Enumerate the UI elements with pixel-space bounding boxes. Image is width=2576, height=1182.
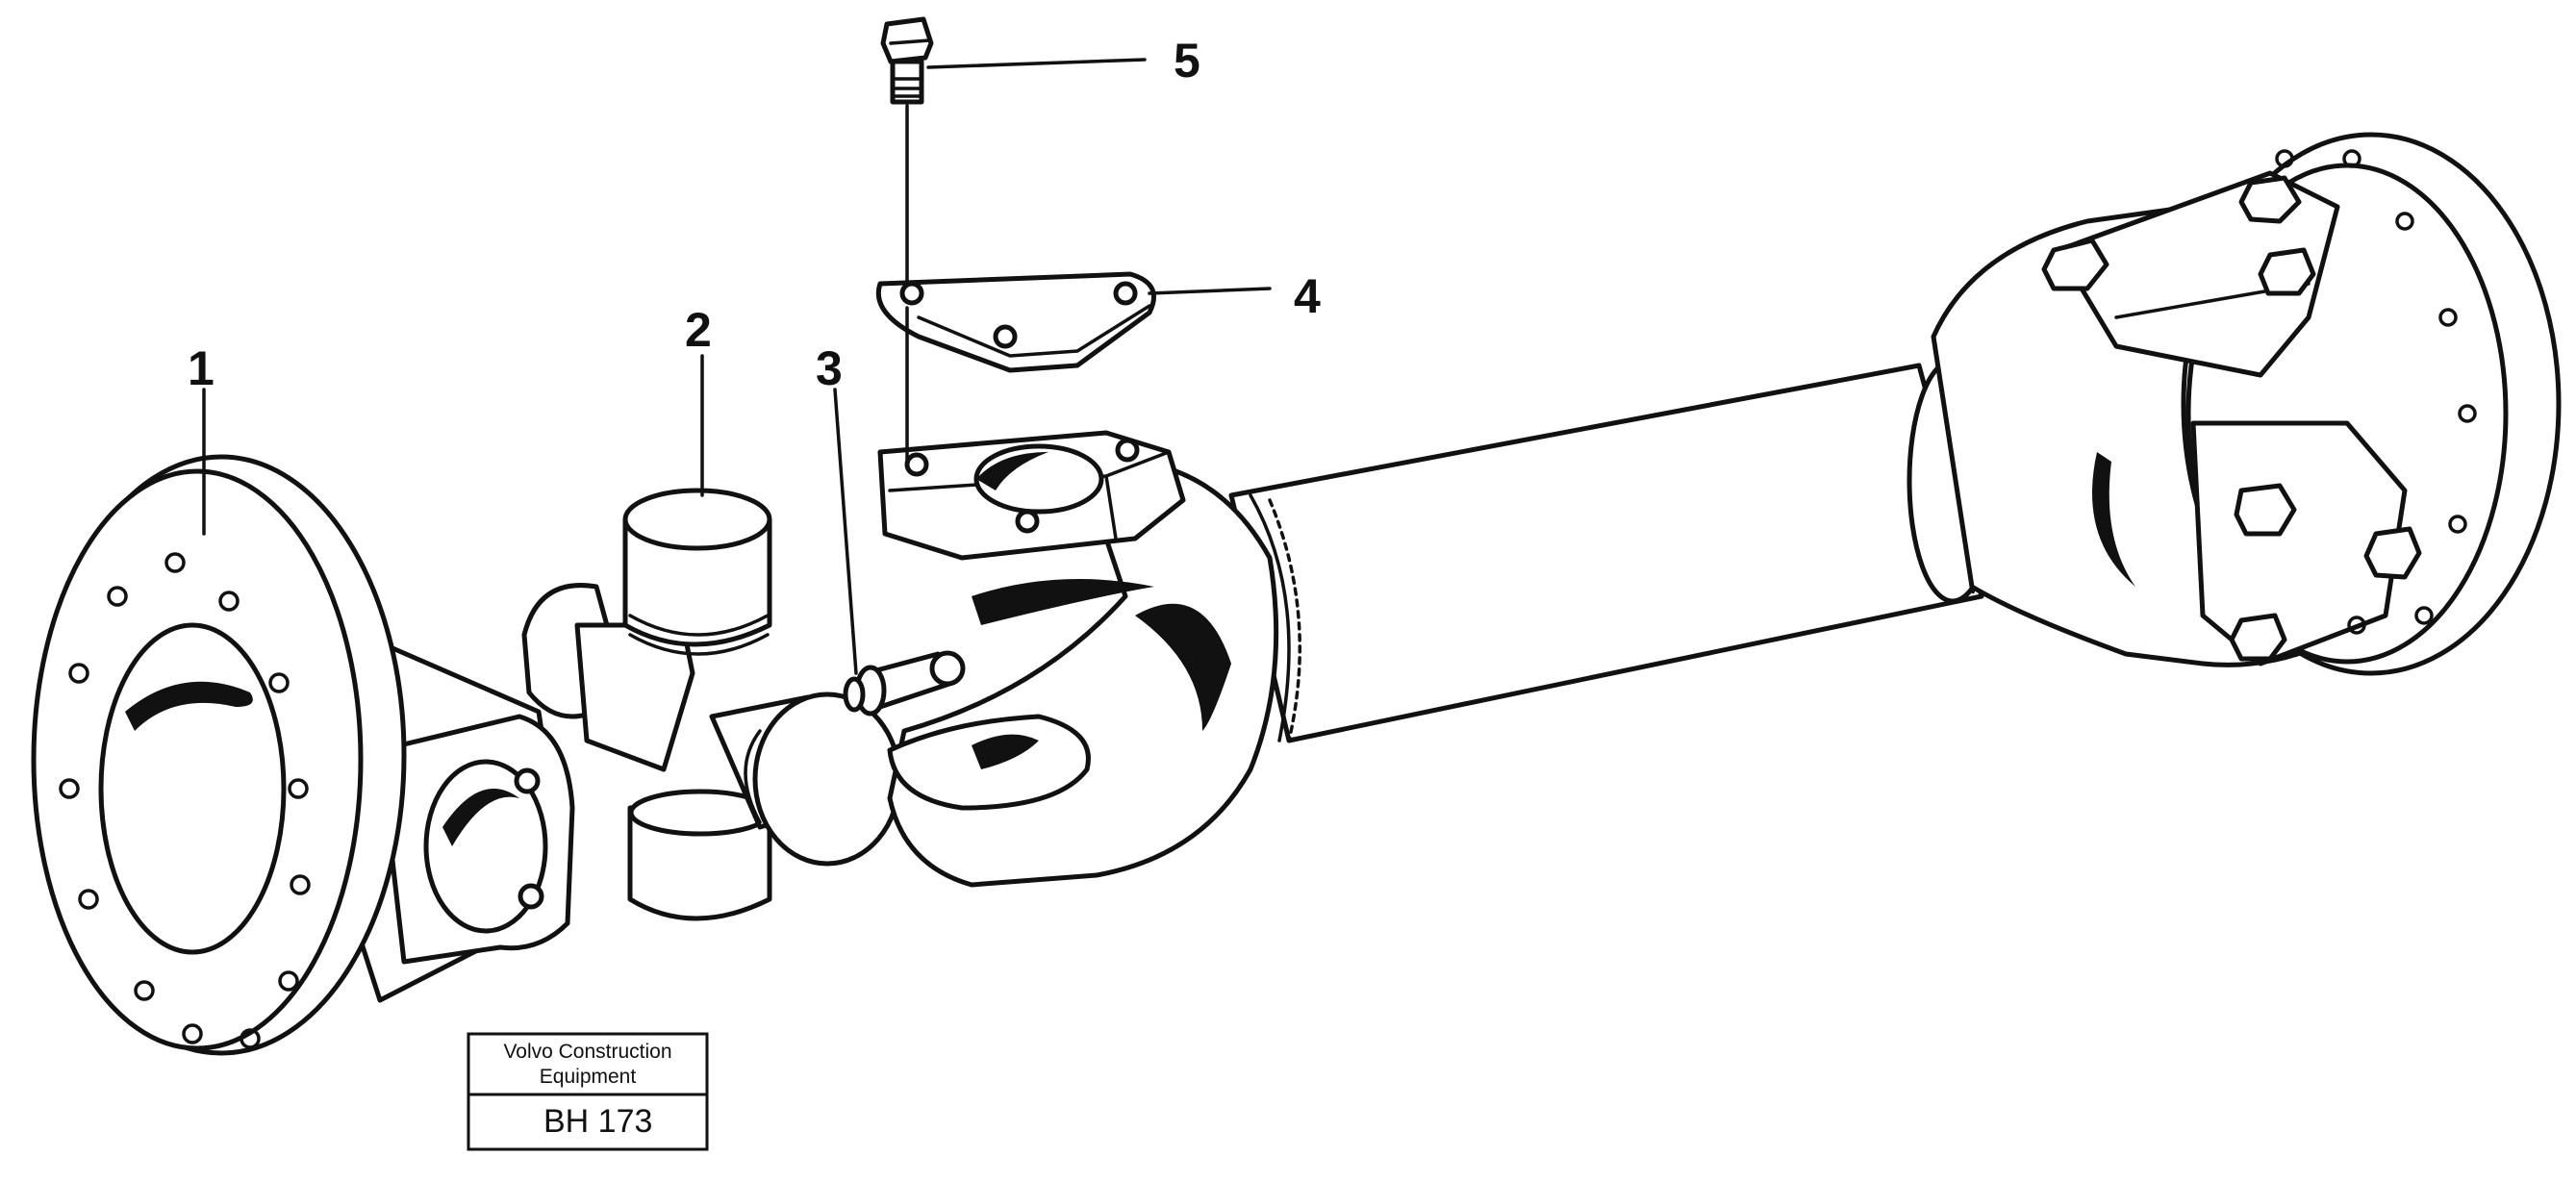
rear-flange-holes — [2275, 149, 2477, 635]
slip-yoke — [877, 430, 1291, 888]
rear-flange-yoke — [1931, 132, 2562, 676]
callout-4-label: 4 — [1294, 269, 1321, 323]
callout-1-label: 1 — [188, 341, 215, 395]
callout-5-label: 5 — [1174, 34, 1200, 88]
callout-leaders — [202, 58, 1272, 675]
companion-flange-part-1 — [31, 454, 575, 1056]
flange-bolt-holes — [59, 552, 311, 1049]
rear-cap-bolts — [2041, 175, 2422, 662]
shaft-tube — [1228, 358, 1999, 743]
stamp-company-line2: Equipment — [540, 1066, 637, 1088]
grease-nipple-part-3 — [843, 650, 966, 717]
volvo-stamp: Volvo Construction Equipment BH 173 — [467, 1032, 709, 1151]
stamp-company-line1: Volvo Construction — [503, 1041, 671, 1063]
lock-plate-part-4 — [875, 271, 1156, 373]
callout-3-label: 3 — [816, 341, 843, 395]
callout-2-label: 2 — [685, 303, 712, 357]
universal-joint-spider-part-2 — [521, 488, 902, 921]
bolt-part-5 — [880, 16, 934, 464]
stamp-code: BH 173 — [543, 1103, 652, 1140]
